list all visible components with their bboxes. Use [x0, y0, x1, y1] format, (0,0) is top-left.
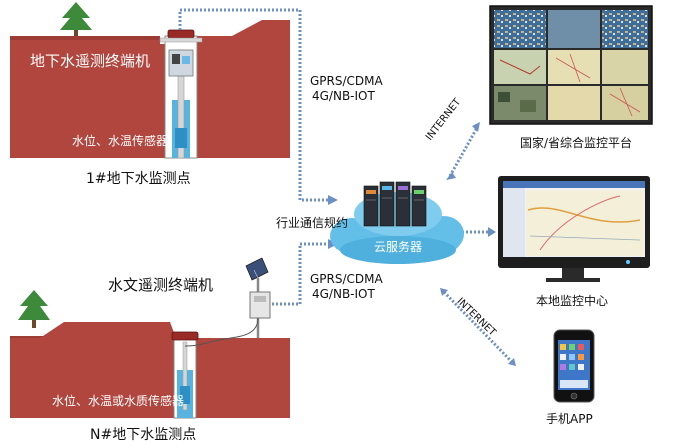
solar-panel-icon	[245, 257, 269, 281]
smartphone-icon	[553, 329, 595, 403]
monitor-wall-icon	[489, 5, 653, 125]
site2-caption: N#地下水监测点	[90, 427, 197, 443]
gprs-bottom-line1: GPRS/CDMA	[310, 272, 383, 286]
site1-well	[159, 29, 203, 159]
server-rack-icon	[363, 181, 427, 227]
gprs-top-line1: GPRS/CDMA	[310, 74, 383, 88]
site2-terminal-label: 水文遥测终端机	[108, 276, 214, 294]
cloud-label: 云服务器	[374, 240, 423, 254]
local-center-label: 本地监控中心	[536, 294, 609, 308]
site1-caption: 1#地下水监测点	[86, 171, 191, 187]
gprs-top-line2: 4G/NB-IOT	[312, 89, 375, 103]
site1-terminal-label: 地下水遥测终端机	[30, 52, 151, 70]
site2-well	[171, 331, 199, 419]
tree-icon	[60, 2, 92, 36]
terminal-box-icon	[184, 278, 271, 347]
site2-ground	[10, 322, 290, 418]
mobile-app-label: 手机APP	[546, 412, 593, 426]
site1-ground	[10, 20, 290, 158]
protocol-label: 行业通信规约	[276, 216, 349, 230]
site2-sensor-label: 水位、水温或水质传感器	[52, 394, 185, 408]
desktop-monitor-icon	[498, 176, 650, 282]
national-platform-label: 国家/省综合监控平台	[520, 136, 633, 150]
site1-sensor-label: 水位、水温传感器	[72, 134, 169, 148]
tree-icon	[18, 290, 50, 328]
gprs-bottom-line2: 4G/NB-IOT	[312, 287, 375, 301]
